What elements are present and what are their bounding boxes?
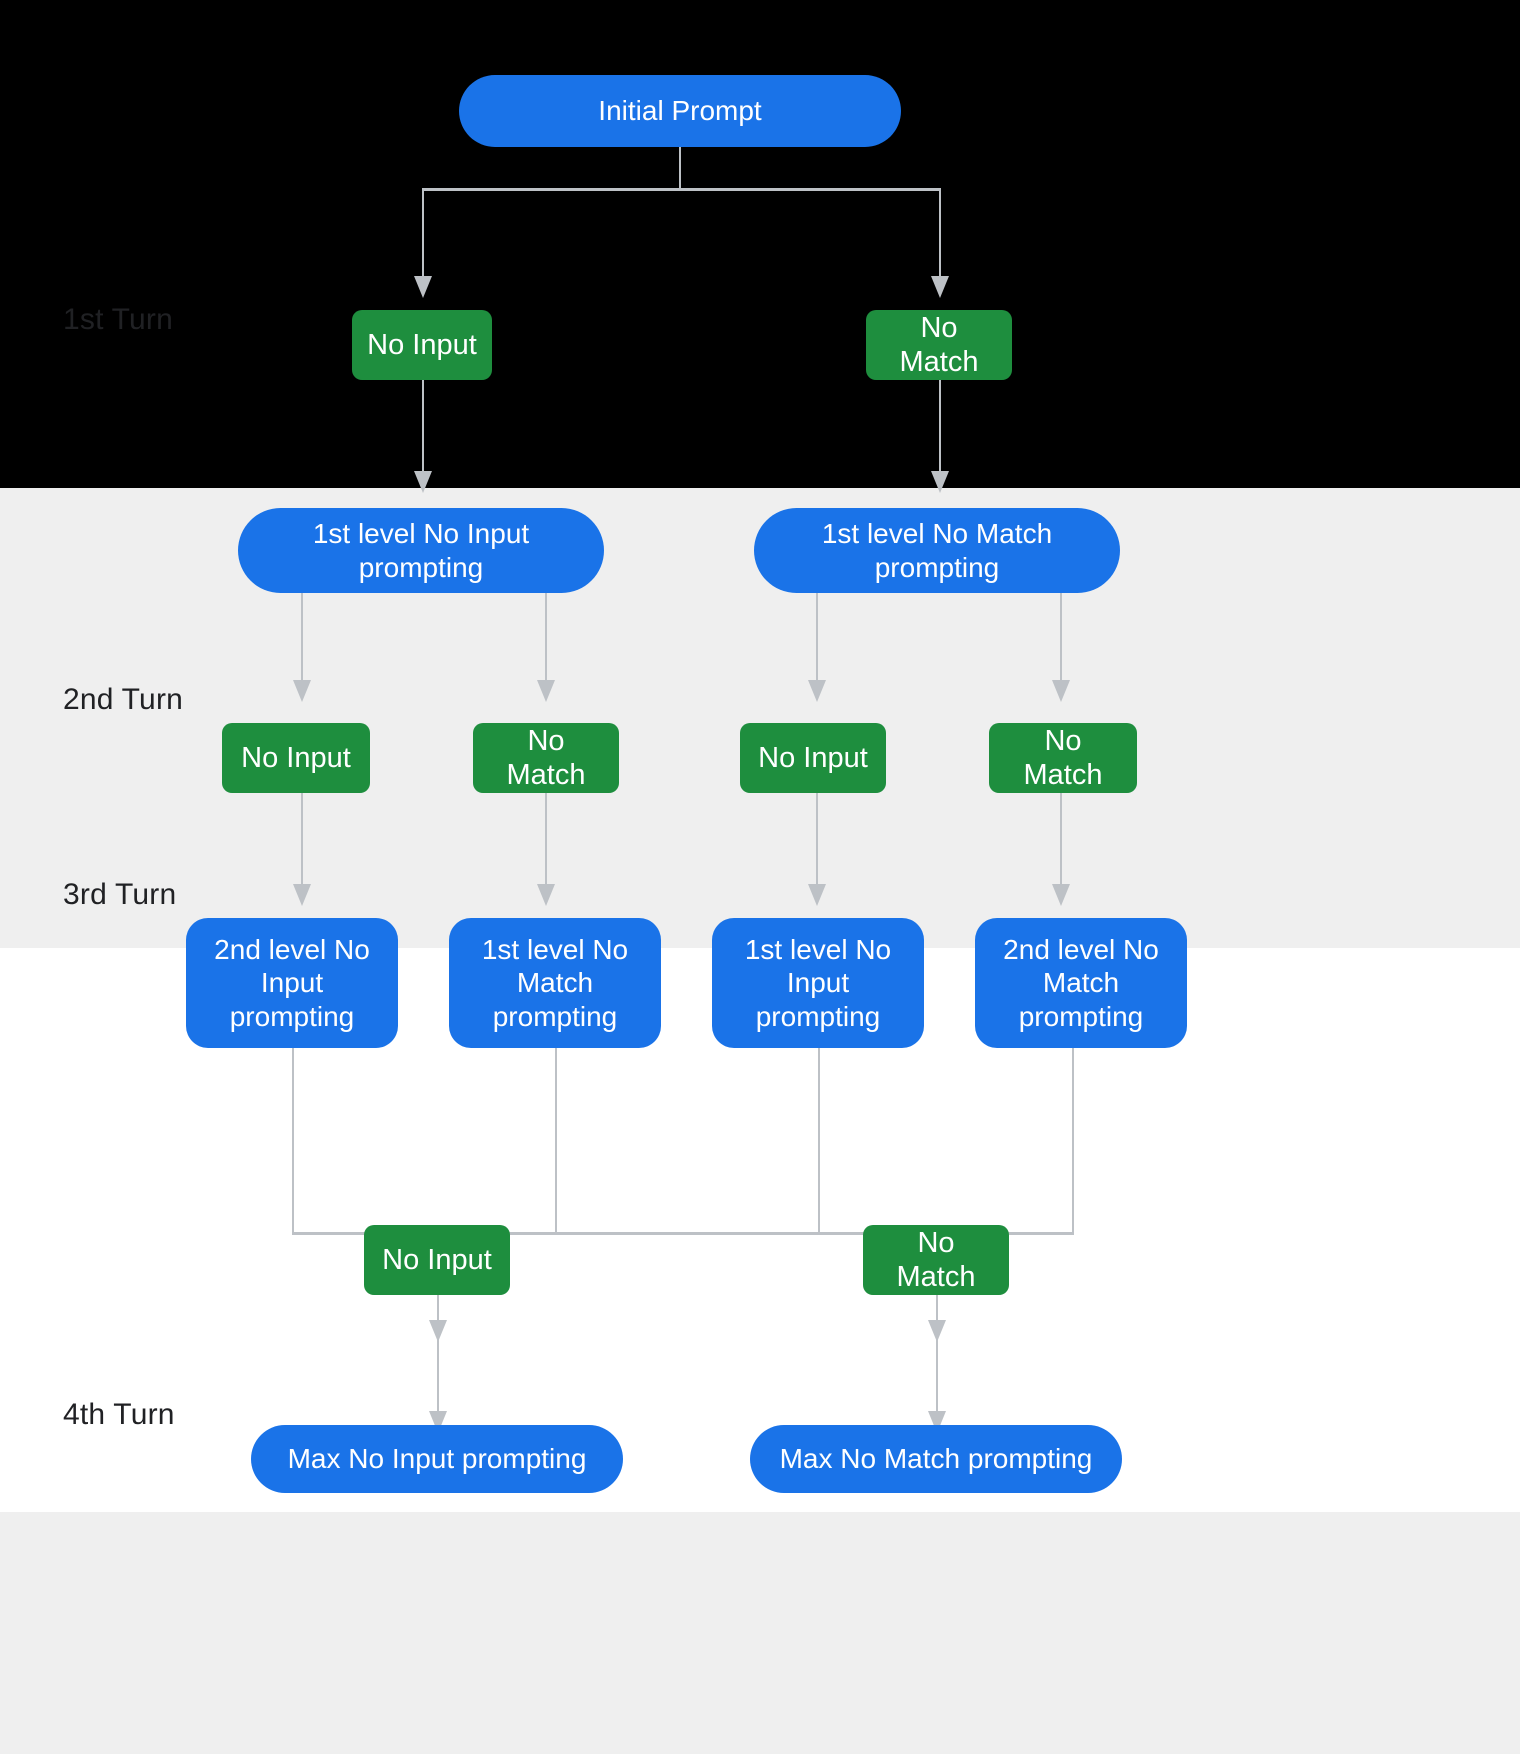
arrowhead-p2-to-no-input — [808, 680, 826, 702]
turn-band-1 — [0, 0, 1520, 488]
node-max-no-input-prompting[interactable]: Max No Input prompting — [251, 1425, 623, 1493]
turn-band-4 — [0, 1512, 1520, 1754]
connector-t3a-stub — [292, 1048, 294, 1234]
node-initial-prompt[interactable]: Initial Prompt — [459, 75, 901, 147]
arrowhead-t2a — [293, 884, 311, 906]
connector-p2-to-no-match — [1060, 592, 1062, 682]
arrowhead-initial-to-no-match — [931, 276, 949, 298]
connector-p1-to-no-match — [545, 592, 547, 682]
node-t2-no-match-a[interactable]: No Match — [473, 723, 619, 793]
connector-t3d-stub — [1072, 1048, 1074, 1234]
node-1st-level-no-match-prompting[interactable]: 1st level No Match prompting — [754, 508, 1120, 593]
arrowhead-t2c — [808, 884, 826, 906]
connector-t1-no-input-down — [422, 380, 424, 473]
arrowhead-t1-no-input — [414, 471, 432, 493]
connector-t2a-down — [301, 793, 303, 886]
arrowhead-p2-to-no-match — [1052, 680, 1070, 702]
node-max-no-match-prompting[interactable]: Max No Match prompting — [750, 1425, 1122, 1493]
arrowhead-t2b — [537, 884, 555, 906]
arrowhead-initial-to-no-input — [414, 276, 432, 298]
turn-label-3rd: 3rd Turn — [63, 878, 177, 911]
connector-initial-stem — [679, 145, 681, 189]
connector-initial-bus — [422, 188, 940, 191]
connector-merge-bus — [292, 1232, 1074, 1235]
connector-p2-to-no-input — [816, 592, 818, 682]
node-t2-no-input-b[interactable]: No Input — [740, 723, 886, 793]
turn-label-2nd: 2nd Turn — [63, 683, 184, 716]
arrowhead-t1-no-match — [931, 471, 949, 493]
connector-t2c-down — [816, 793, 818, 886]
connector-t3c-stub — [818, 1048, 820, 1234]
node-t1-no-input[interactable]: No Input — [352, 310, 492, 380]
connector-t3-no-input-down — [437, 1295, 439, 1413]
node-1st-level-no-match-prompting-t3[interactable]: 1st level No Match prompting — [449, 918, 661, 1048]
arrowhead-t2d — [1052, 884, 1070, 906]
connector-initial-to-no-match — [939, 188, 941, 278]
node-t3-no-match[interactable]: No Match — [863, 1225, 1009, 1295]
node-2nd-level-no-match-prompting[interactable]: 2nd level No Match prompting — [975, 918, 1187, 1048]
node-t2-no-match-b[interactable]: No Match — [989, 723, 1137, 793]
connector-p1-to-no-input — [301, 592, 303, 682]
connector-t2b-down — [545, 793, 547, 886]
connector-initial-to-no-input — [422, 188, 424, 278]
connector-t3b-stub — [555, 1048, 557, 1234]
connector-t1-no-match-down — [939, 380, 941, 473]
node-t1-no-match[interactable]: No Match — [866, 310, 1012, 380]
arrowhead-p1-to-no-input — [293, 680, 311, 702]
node-1st-level-no-input-prompting[interactable]: 1st level No Input prompting — [238, 508, 604, 593]
connector-t3-no-match-down — [936, 1295, 938, 1413]
node-t2-no-input-a[interactable]: No Input — [222, 723, 370, 793]
node-1st-level-no-input-prompting-t3[interactable]: 1st level No Input prompting — [712, 918, 924, 1048]
node-2nd-level-no-input-prompting[interactable]: 2nd level No Input prompting — [186, 918, 398, 1048]
turn-label-4th: 4th Turn — [63, 1398, 175, 1431]
node-t3-no-input[interactable]: No Input — [364, 1225, 510, 1295]
turn-label-1st: 1st Turn — [63, 303, 173, 336]
connector-t2d-down — [1060, 793, 1062, 886]
arrowhead-p1-to-no-match — [537, 680, 555, 702]
